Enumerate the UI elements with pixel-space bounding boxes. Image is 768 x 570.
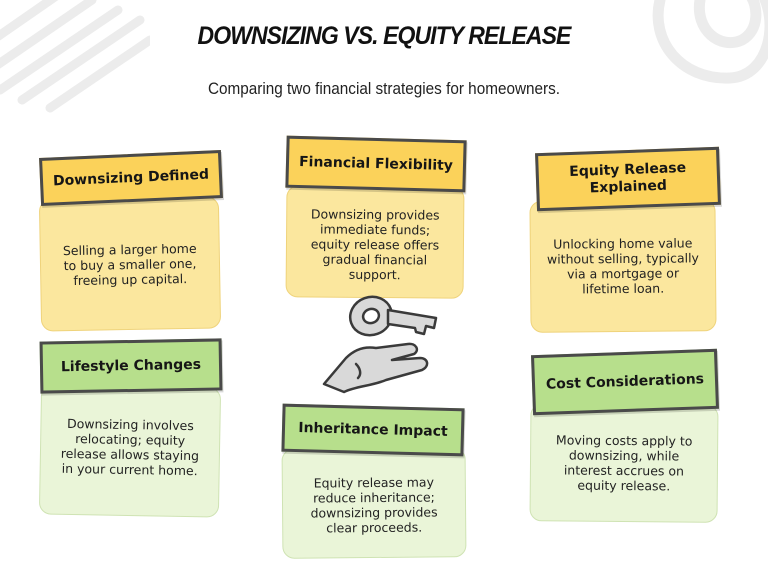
card-text: Moving costs apply to downsizing, while … [555, 432, 693, 494]
hatch-stripes-decoration [0, 0, 150, 113]
card-text: Equity release may reduce inheritance; d… [310, 474, 438, 536]
card-title: Financial Flexibility [285, 135, 467, 193]
card-text: Downsizing provides immediate funds; equ… [310, 206, 440, 283]
page-title: DOWNSIZING VS. EQUITY RELEASE [197, 22, 572, 50]
card-body: Moving costs apply to downsizing, while … [529, 403, 719, 523]
spiral-decoration [652, 0, 768, 84]
card-body: Downsizing provides immediate funds; equ… [285, 185, 465, 299]
card-title: Lifestyle Changes [39, 338, 223, 394]
card-body: Unlocking home value without selling, ty… [529, 199, 717, 333]
card-body: Downsizing involves relocating; equity r… [38, 384, 222, 518]
card-body: Selling a larger home to buy a smaller o… [38, 196, 222, 332]
card-text: Unlocking home value without selling, ty… [546, 235, 699, 297]
page-subtitle: Comparing two financial strategies for h… [207, 79, 561, 98]
card-title: Equity Release Explained [535, 146, 721, 212]
card-body: Equity release may reduce inheritance; d… [281, 447, 467, 559]
card-text: Downsizing involves relocating; equity r… [60, 415, 200, 479]
hand-holding-key-icon [322, 295, 438, 394]
card-title: Cost Considerations [531, 348, 719, 416]
card-title: Inheritance Impact [281, 403, 465, 457]
card-title: Downsizing Defined [39, 150, 223, 206]
card-text: Selling a larger home to buy a smaller o… [62, 240, 197, 288]
